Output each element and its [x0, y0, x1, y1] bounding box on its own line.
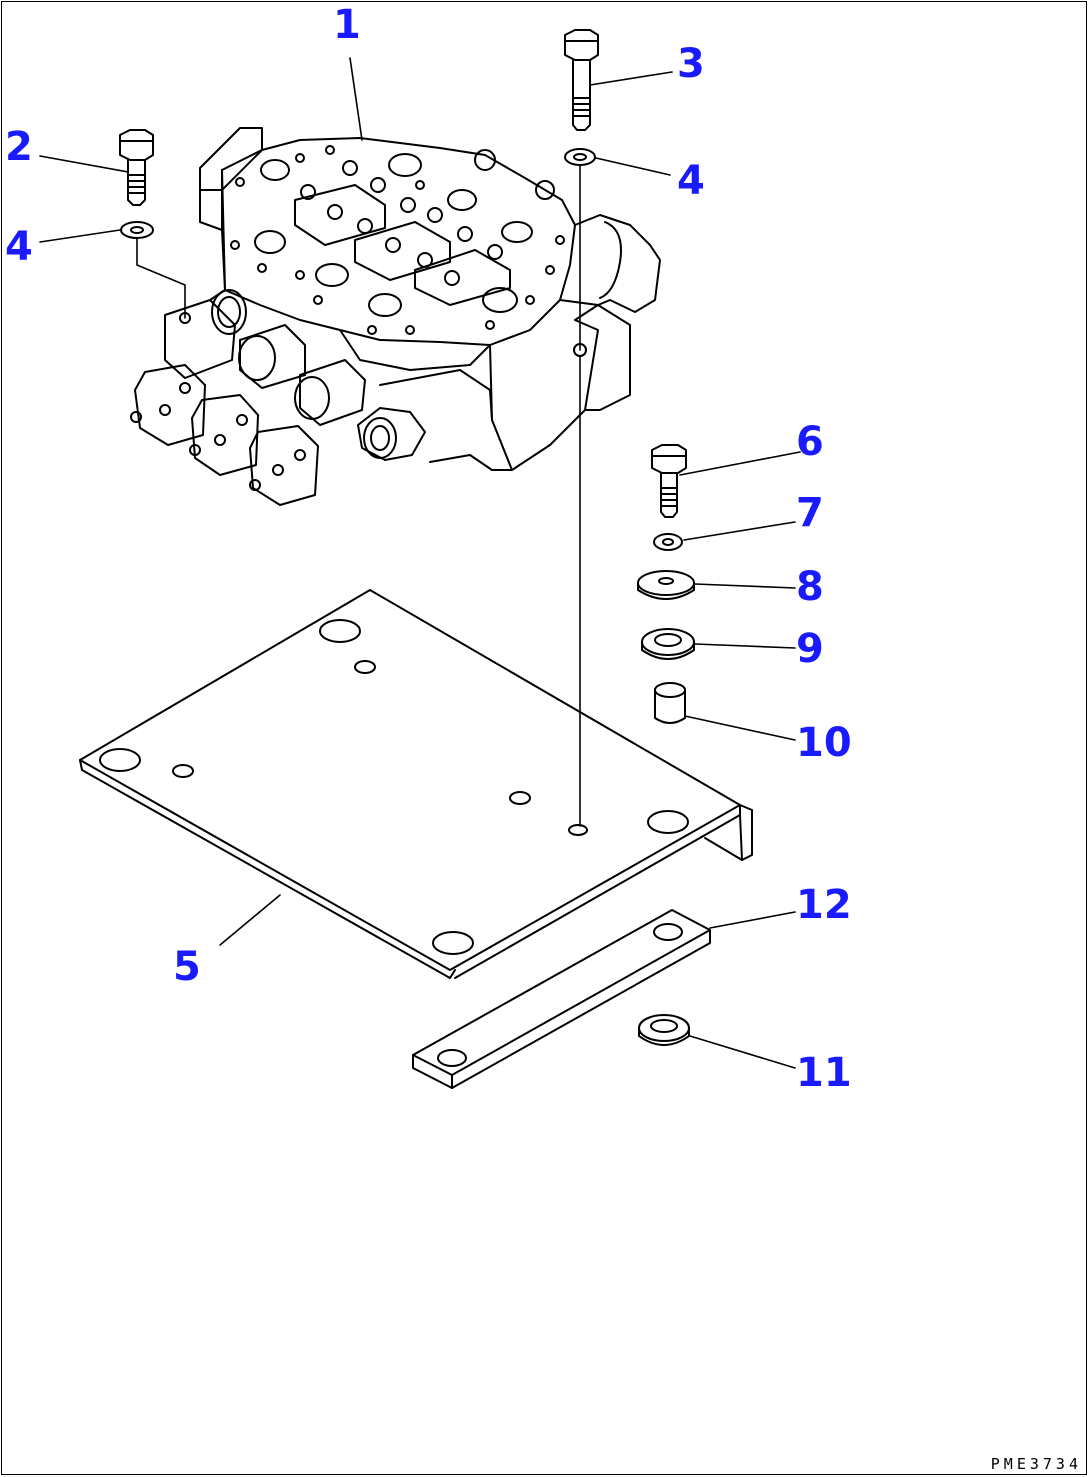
spool-end-caps: [130, 289, 426, 506]
bolt-6: [651, 444, 687, 518]
strap-plate-12: [412, 909, 711, 1089]
callout-1: 1: [333, 2, 361, 48]
callout-labels: 1 2 3 4 4 5 6 7 8 9 10 11 12: [5, 2, 852, 1096]
callout-8: 8: [796, 564, 824, 610]
callout-4-right: 4: [677, 158, 705, 204]
valve-ports: [179, 145, 587, 357]
cover-plate-bolts: [300, 160, 503, 286]
control-valve-body: [199, 127, 661, 471]
callout-2: 2: [5, 124, 33, 170]
callout-6: 6: [796, 419, 824, 465]
washer-4-left: [120, 221, 154, 239]
washer-8: [637, 570, 695, 600]
callout-11: 11: [796, 1050, 852, 1096]
collar-10: [654, 682, 686, 724]
cushion-11: [638, 1014, 690, 1046]
callout-4-left: 4: [5, 224, 33, 270]
callout-9: 9: [796, 626, 824, 672]
bolt-3: [564, 29, 599, 131]
valve-cover-plates: [294, 160, 511, 306]
cushion-9: [641, 628, 695, 660]
callout-7: 7: [796, 490, 824, 536]
leader-lines: [39, 57, 801, 1069]
bracket-plate-5: [79, 589, 753, 979]
callout-12: 12: [796, 882, 852, 928]
assembly-lines: [136, 165, 581, 827]
bolt-2: [119, 129, 154, 206]
lock-washer-7: [653, 533, 683, 551]
callout-5: 5: [173, 944, 201, 990]
callout-10: 10: [796, 720, 852, 766]
washer-4-right: [564, 148, 596, 166]
drawing-code: PME3734: [990, 1455, 1082, 1473]
callout-3: 3: [677, 41, 705, 87]
